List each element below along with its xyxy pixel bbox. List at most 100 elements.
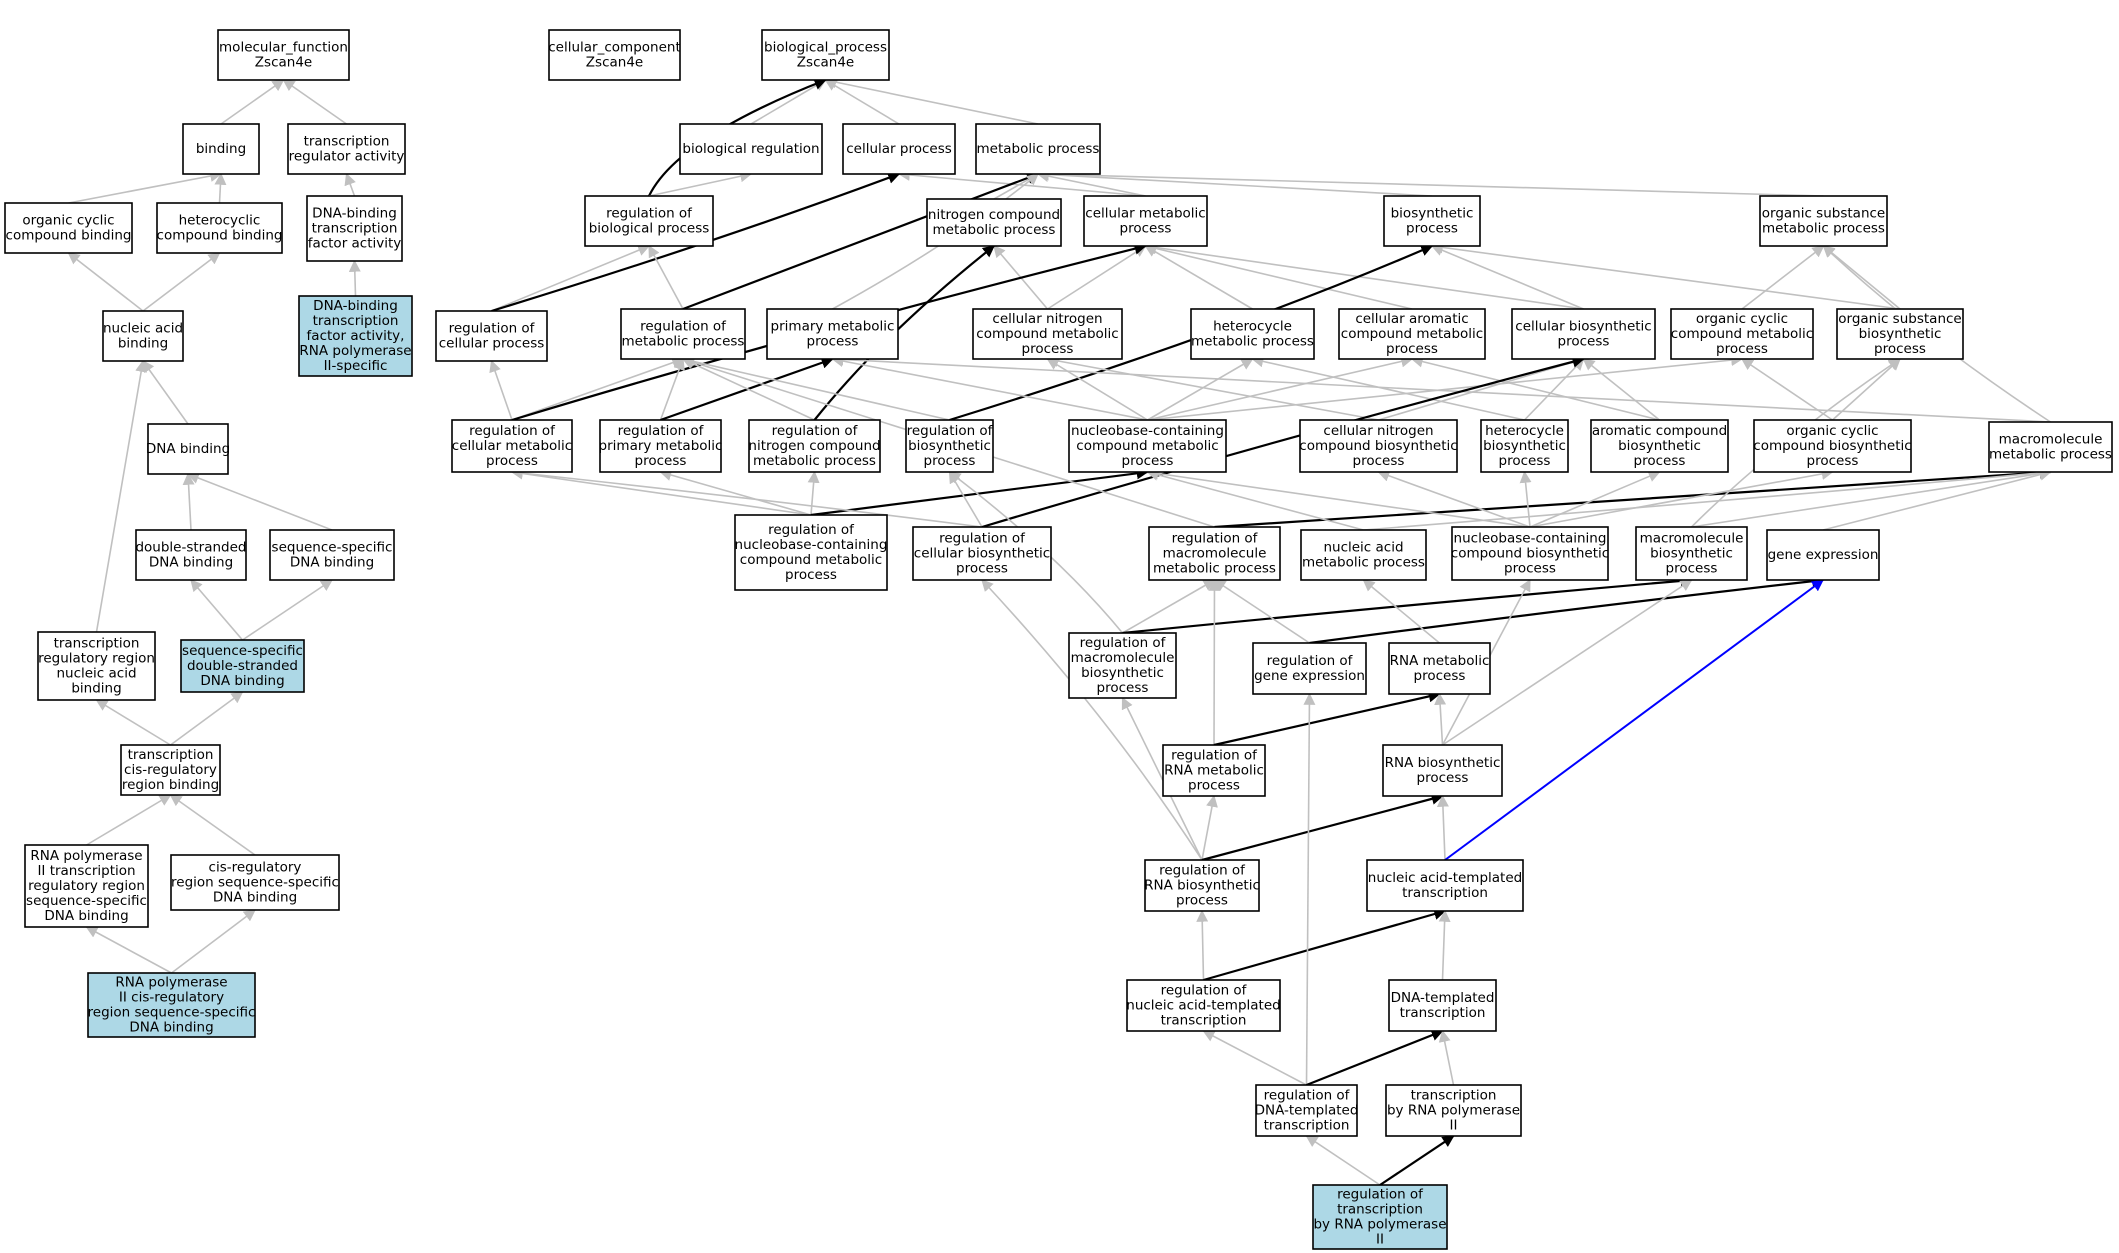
node-label-line: macromolecule xyxy=(1640,531,1744,547)
node-box xyxy=(87,972,256,1038)
edge-hbp-to-hmp xyxy=(1251,355,1525,421)
node-label-line: double-stranded xyxy=(135,540,246,556)
go-term-node-bio-reg[interactable]: biological regulation xyxy=(679,123,823,175)
node-label-line: transcription xyxy=(313,313,399,329)
node-box xyxy=(1451,526,1609,581)
edge-reg_gexp-to-gexp xyxy=(1309,575,1825,645)
node-box xyxy=(147,423,229,475)
edge-reg_pmp-to-reg_meta xyxy=(659,357,685,421)
node-label-line: regulation of xyxy=(1171,748,1258,764)
node-label-line: regulator activity xyxy=(289,149,405,165)
edge-reg_pmp-to-pmp xyxy=(660,356,834,422)
node-label-line: sequence-specific xyxy=(26,893,147,909)
go-term-node-binding[interactable]: binding xyxy=(182,123,260,175)
node-label-line: heterocyclic xyxy=(179,213,261,229)
node-box xyxy=(905,419,994,473)
node-label-line: cellular biosynthetic xyxy=(914,546,1050,562)
node-label-line: cis-regulatory xyxy=(124,762,217,778)
edge-biosyn-to-meta_proc xyxy=(1036,168,1433,197)
node-label-line: metabolic process xyxy=(977,141,1100,157)
node-label-line: transcription xyxy=(1264,1118,1350,1134)
edge-reg_nbcmp-to-nbcmp xyxy=(810,467,1149,517)
node-box xyxy=(761,29,890,81)
node-label-line: regulation of xyxy=(1264,1088,1351,1104)
edge-reg_rnamp-to-rnamp xyxy=(1213,690,1441,747)
edge-osbp-to-biosyn xyxy=(1430,241,1901,310)
node-label-line: metabolic process xyxy=(1153,561,1276,577)
node-label-line: DNA binding xyxy=(290,555,374,571)
node-label-line: DNA binding xyxy=(149,555,233,571)
go-term-node-gexp[interactable]: gene expression xyxy=(1766,529,1880,581)
go-term-node-reg-nbcmp[interactable]: regulation ofnucleobase-containingcompou… xyxy=(734,514,888,591)
go-term-node-cell-proc[interactable]: cellular process xyxy=(842,123,956,175)
node-label-line: organic substance xyxy=(1762,206,1885,222)
go-term-node-dnab[interactable]: DNA binding xyxy=(146,423,230,475)
node-label-line: process xyxy=(785,567,837,583)
edge-reg_natt-to-natt xyxy=(1203,908,1447,982)
node-box xyxy=(1083,195,1208,247)
edge-reg_rnabp-to-reg_rnamp xyxy=(1201,794,1218,861)
go-term-node-meta-proc[interactable]: metabolic process xyxy=(975,123,1101,175)
node-label-line: compound metabolic xyxy=(740,552,882,568)
go-term-node-reg-mbp[interactable]: regulation ofmacromoleculebiosyntheticpr… xyxy=(1068,632,1177,699)
node-box xyxy=(451,419,573,473)
